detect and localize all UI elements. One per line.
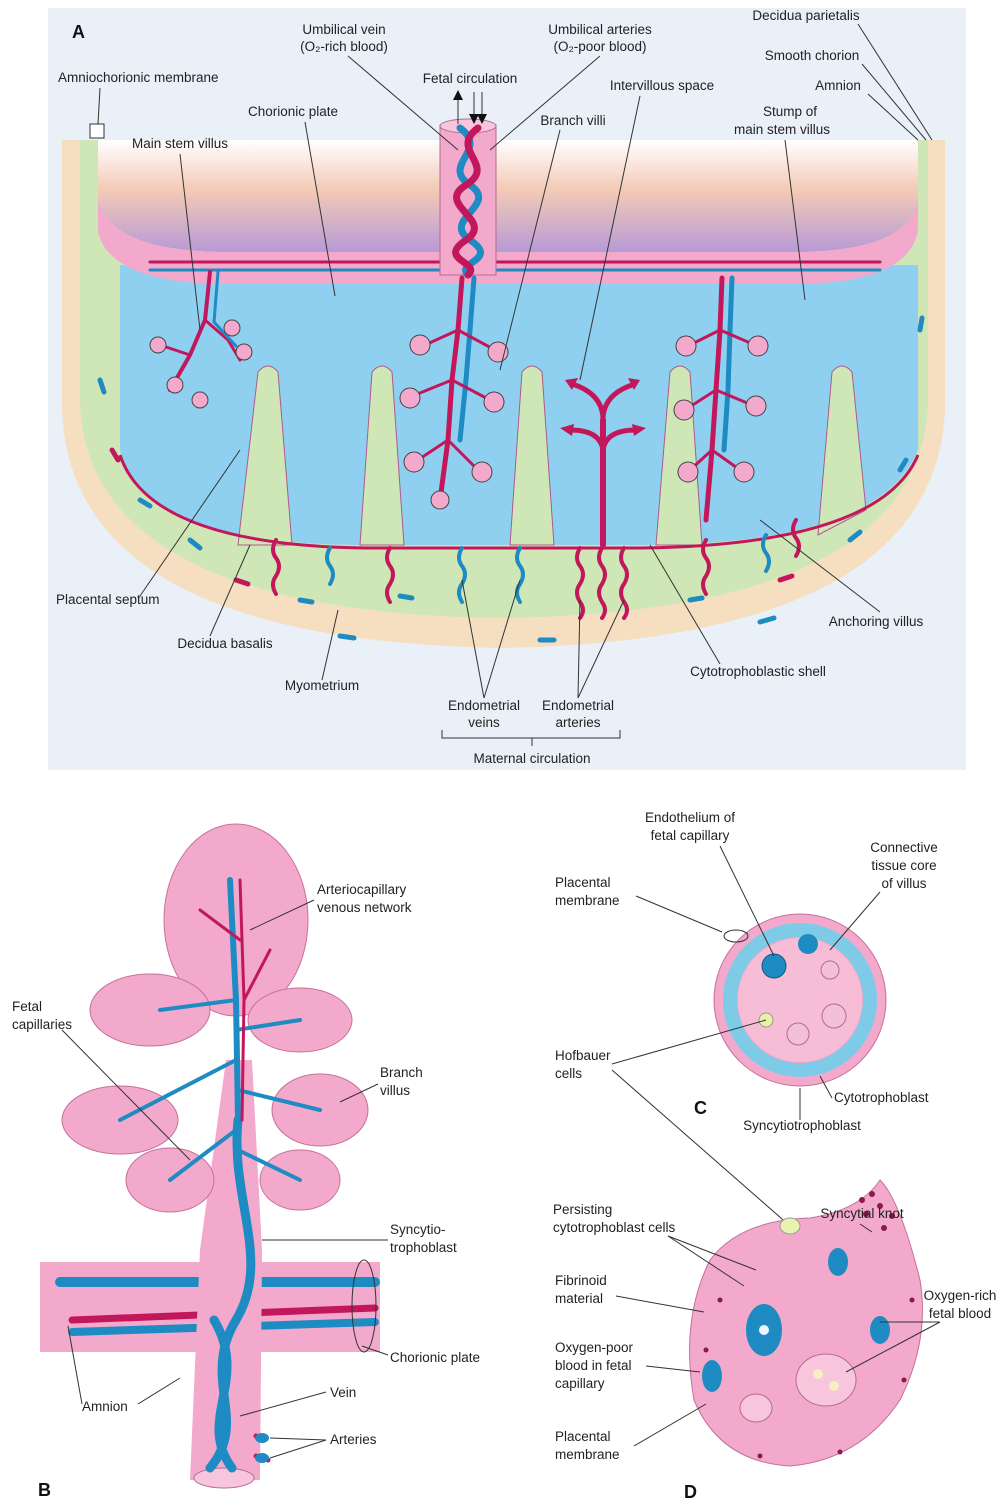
label-amnion-a: Amnion xyxy=(815,78,861,93)
label-hofbauer-cells: Hofbauer xyxy=(555,1048,611,1063)
label-placental-membrane-d: Placental xyxy=(555,1429,611,1444)
label-endometrial-veins: Endometrial xyxy=(448,698,520,713)
panel-d-letter: D xyxy=(684,1482,697,1502)
label-decidua-basalis: Decidua basalis xyxy=(177,636,273,651)
label-myometrium: Myometrium xyxy=(285,678,359,693)
label-endothelium: Endothelium of xyxy=(645,810,735,825)
label-maternal-circulation: Maternal circulation xyxy=(473,751,590,766)
label-connective-tissue-sub1: tissue core xyxy=(871,858,936,873)
label-decidua-parietalis: Decidua parietalis xyxy=(752,8,860,23)
label-connective-tissue-sub2: of villus xyxy=(881,876,926,891)
label-branch-villi: Branch villi xyxy=(540,113,605,128)
label-oxygen-rich-sub: fetal blood xyxy=(929,1306,991,1321)
label-cytotrophoblast: Cytotrophoblast xyxy=(834,1090,929,1105)
label-oxygen-poor: Oxygen-poor xyxy=(555,1340,634,1355)
label-hofbauer-cells-sub: cells xyxy=(555,1066,582,1081)
panel-b: B Arteriocapillary venous network Fetal … xyxy=(12,824,480,1500)
label-connective-tissue: Connective xyxy=(870,840,938,855)
label-oxygen-poor-sub1: blood in fetal xyxy=(555,1358,632,1373)
label-fetal-capillaries: Fetal xyxy=(12,999,42,1014)
label-fibrinoid: Fibrinoid xyxy=(555,1273,607,1288)
label-syncytiotrophoblast-b-sub: trophoblast xyxy=(390,1240,457,1255)
label-oxygen-poor-sub2: capillary xyxy=(555,1376,605,1391)
label-stump-villus-sub: main stem villus xyxy=(734,122,830,137)
panel-a-letter: A xyxy=(72,22,85,42)
label-fibrinoid-sub: material xyxy=(555,1291,603,1306)
amniochorionic-marker xyxy=(90,124,104,138)
label-placental-membrane-d-sub: membrane xyxy=(555,1447,620,1462)
label-umbilical-arteries-sub: (O₂-poor blood) xyxy=(553,39,646,54)
label-main-stem-villus: Main stem villus xyxy=(132,136,228,151)
panel-c: C Endothelium of fetal capillary Connect… xyxy=(555,810,938,1226)
label-endothelium-sub: fetal capillary xyxy=(651,828,730,843)
label-persisting-cytotrophoblast-sub: cytotrophoblast cells xyxy=(553,1220,676,1235)
panel-b-letter: B xyxy=(38,1480,51,1500)
label-arteriocapillary-sub: venous network xyxy=(317,900,412,915)
panel-d: D Persisting cytotrophoblast cells Syncy… xyxy=(553,1180,996,1502)
label-arteriocapillary: Arteriocapillary xyxy=(317,882,407,897)
label-placental-septum: Placental septum xyxy=(56,592,160,607)
label-stump-villus: Stump of xyxy=(763,104,817,119)
label-endometrial-arteries: Endometrial xyxy=(542,698,614,713)
label-oxygen-rich: Oxygen-rich xyxy=(924,1288,997,1303)
label-intervillous-space: Intervillous space xyxy=(610,78,714,93)
label-smooth-chorion: Smooth chorion xyxy=(765,48,860,63)
label-persisting-cytotrophoblast: Persisting xyxy=(553,1202,612,1217)
panel-a: A Umbilical vein (O₂-rich blood) Umbilic… xyxy=(48,8,966,770)
label-fetal-capillaries-sub: capillaries xyxy=(12,1017,72,1032)
label-umbilical-arteries: Umbilical arteries xyxy=(548,22,652,37)
label-fetal-circulation: Fetal circulation xyxy=(423,71,518,86)
label-branch-villus: Branch xyxy=(380,1065,423,1080)
label-anchoring-villus: Anchoring villus xyxy=(829,614,924,629)
label-syncytiotrophoblast-c: Syncytiotrophoblast xyxy=(743,1118,861,1133)
label-vein: Vein xyxy=(330,1385,356,1400)
label-chorionic-plate-b: Chorionic plate xyxy=(390,1350,480,1365)
panel-c-letter: C xyxy=(694,1098,707,1118)
label-amnion-b: Amnion xyxy=(82,1399,128,1414)
label-branch-villus-sub: villus xyxy=(380,1083,410,1098)
label-chorionic-plate-a: Chorionic plate xyxy=(248,104,338,119)
label-umbilical-vein-sub: (O₂-rich blood) xyxy=(300,39,388,54)
label-arteries: Arteries xyxy=(330,1432,377,1447)
label-syncytial-knot: Syncytial knot xyxy=(820,1206,904,1221)
label-placental-membrane-c: Placental xyxy=(555,875,611,890)
label-umbilical-vein: Umbilical vein xyxy=(302,22,385,37)
label-cytotrophoblastic-shell: Cytotrophoblastic shell xyxy=(690,664,826,679)
label-placental-membrane-c-sub: membrane xyxy=(555,893,620,908)
label-amniochorionic-membrane: Amniochorionic membrane xyxy=(58,70,219,85)
amniotic-cavity xyxy=(98,140,918,252)
label-endometrial-veins-sub: veins xyxy=(468,715,500,730)
label-syncytiotrophoblast-b: Syncytio- xyxy=(390,1222,446,1237)
label-endometrial-arteries-sub: arteries xyxy=(555,715,600,730)
